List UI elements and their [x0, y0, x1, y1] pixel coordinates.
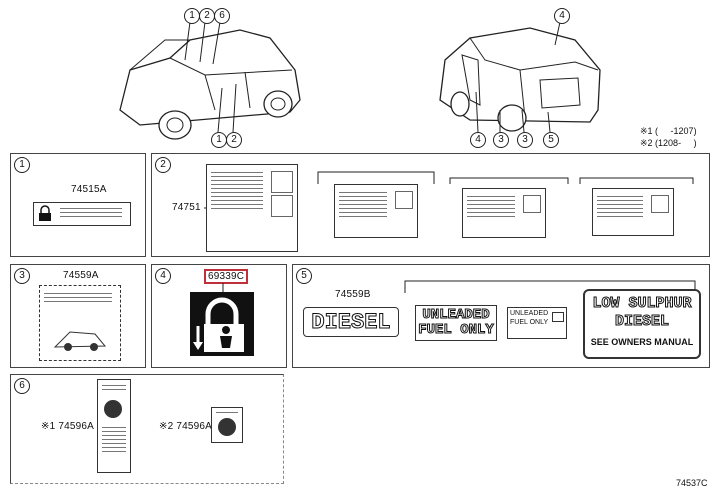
- low-sulphur-text: LOW SULPHUR: [592, 295, 692, 313]
- diagram-id: 74537C: [676, 478, 708, 488]
- panel-1: 1 74515A: [10, 153, 146, 257]
- small-unleaded-label: UNLEADED FUEL ONLY: [507, 307, 567, 339]
- panel-1-number: 1: [14, 157, 30, 173]
- panel-2: 2 74751: [151, 153, 710, 257]
- panel-6-label-b: [211, 407, 243, 443]
- panel-2-number: 2: [155, 157, 171, 173]
- panel-4-part-number: 69339C: [204, 269, 249, 284]
- small-fuel-only-text: FUEL ONLY: [510, 319, 549, 326]
- note-2: ※2 (1208- ): [640, 138, 697, 148]
- no-symbol-icon-b: [218, 418, 236, 436]
- panel-2-label-variant-b: [462, 188, 546, 238]
- panel-1-part-number: 74515A: [71, 184, 107, 195]
- panel-5: 5 74559B DIESEL UNLEADED FUEL ONLY UNLEA…: [292, 264, 710, 368]
- callout-4-top: 4: [554, 8, 570, 24]
- front-car-illustration: [119, 21, 601, 140]
- note-1: ※1 ( -1207): [640, 126, 697, 136]
- panel-4-number: 4: [155, 268, 171, 284]
- panel-3-label: [39, 285, 121, 361]
- panel-5-number: 5: [296, 268, 312, 284]
- panel-2-label-variant-c: [592, 188, 674, 236]
- see-owners-manual-text: SEE OWNERS MANUAL: [590, 337, 694, 347]
- unleaded-text: UNLEADED: [422, 307, 490, 324]
- panel-5-part-number: 74559B: [335, 289, 371, 300]
- low-sulphur-diesel-text: DIESEL: [614, 313, 669, 331]
- small-unleaded-text: UNLEADED: [510, 310, 549, 317]
- callout-3-bottom-a: 3: [493, 132, 509, 148]
- callout-5-bottom: 5: [543, 132, 559, 148]
- panel-2-part-number: 74751: [172, 202, 201, 213]
- diesel-text: DIESEL: [311, 310, 391, 336]
- fuel-only-text: FUEL ONLY: [418, 322, 495, 339]
- callout-3-bottom-b: 3: [517, 132, 533, 148]
- child-lock-pictogram: [190, 292, 254, 356]
- panel-6-number: 6: [14, 378, 30, 394]
- panel-4: 4 69339C: [151, 264, 287, 368]
- callout-2-top: 2: [199, 8, 215, 24]
- book-icon: [552, 312, 564, 322]
- callout-4-bottom: 4: [470, 132, 486, 148]
- low-sulphur-diesel-label: LOW SULPHUR DIESEL SEE OWNERS MANUAL: [583, 289, 701, 359]
- child-seat-icon: [271, 171, 293, 193]
- lock-icon: [38, 205, 52, 221]
- panel-2-label-main: [206, 164, 298, 252]
- child-seat-icon-2: [271, 195, 293, 217]
- callout-2-bottom: 2: [226, 132, 242, 148]
- panel-2-label-variant-a: [334, 184, 418, 238]
- panel-6-part-a: ※1 74596A: [41, 421, 94, 432]
- callout-6-top: 6: [214, 8, 230, 24]
- callout-1-bottom: 1: [211, 132, 227, 148]
- panel-6-part-b: ※2 74596A: [159, 421, 212, 432]
- callout-1-top: 1: [184, 8, 200, 24]
- panel-1-label: [33, 202, 131, 226]
- no-symbol-icon: [104, 400, 122, 418]
- panel-3: 3 74559A: [10, 264, 146, 368]
- diesel-label: DIESEL: [303, 307, 399, 337]
- panel-3-number: 3: [14, 268, 30, 284]
- panel-6: 6 ※1 74596A ※2 74596A: [10, 374, 284, 484]
- unleaded-fuel-only-label: UNLEADED FUEL ONLY: [415, 305, 497, 341]
- panel-6-label-a: [97, 379, 131, 473]
- panel-3-part-number: 74559A: [63, 270, 99, 281]
